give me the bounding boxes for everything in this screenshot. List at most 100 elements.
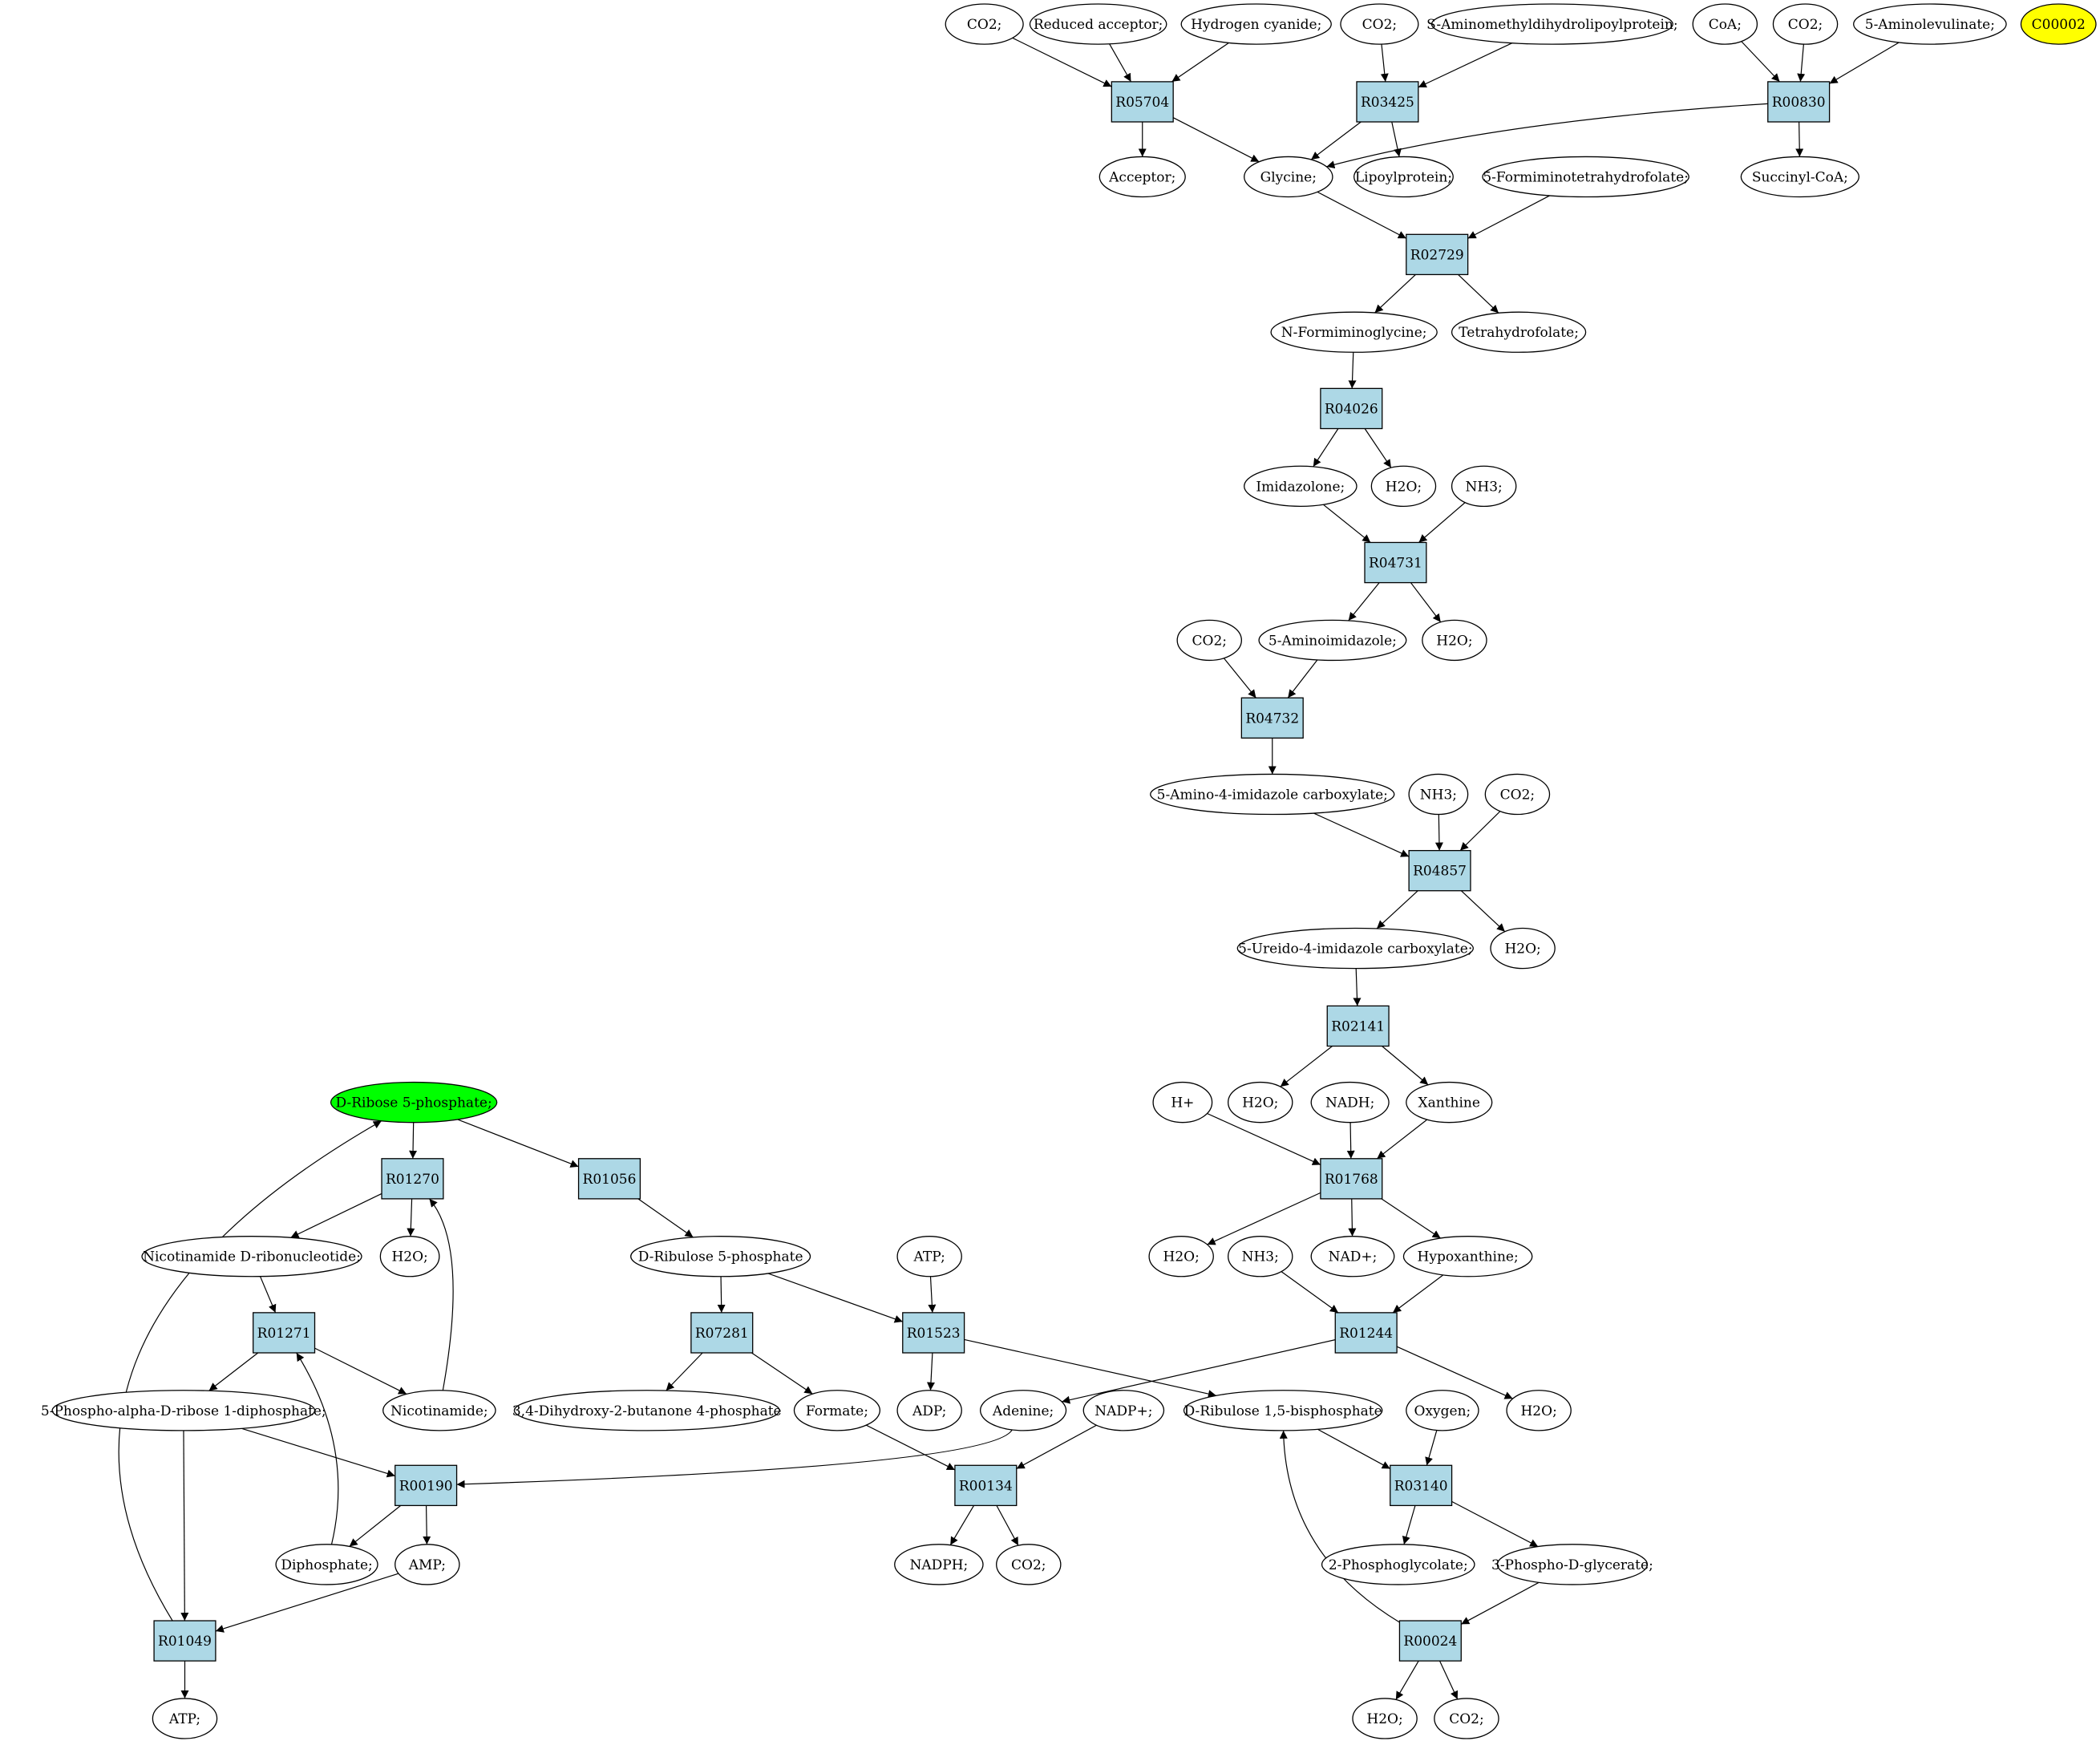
compound-node[interactable]: ADP; [896, 1390, 962, 1431]
reaction-label: R07281 [695, 1326, 749, 1342]
edge-arrow [1348, 1198, 1357, 1237]
compound-label: H2O; [1386, 479, 1422, 495]
edge-arrow [949, 1505, 974, 1546]
compound-node[interactable]: ATP; [152, 1698, 218, 1739]
compound-node[interactable]: CO2; [996, 1544, 1062, 1585]
compound-node[interactable]: CO2; [1340, 3, 1419, 45]
compound-node[interactable]: NH3; [1227, 1236, 1293, 1277]
compound-node[interactable]: 3,4-Dihydroxy-2-butanone 4-phosphate [512, 1390, 782, 1431]
compound-node[interactable]: CO2; [1772, 3, 1839, 45]
compound-node[interactable]: H2O; [1490, 927, 1556, 970]
compound-node[interactable]: Nicotinamide; [382, 1390, 496, 1431]
compound-node[interactable]: 5-Formiminotetrahydrofolate; [1482, 156, 1689, 198]
compound-node[interactable]: CO2; [1176, 619, 1243, 662]
reaction-node[interactable]: R00830 [1767, 81, 1831, 123]
compound-node[interactable]: Diphosphate; [275, 1544, 378, 1585]
compound-node[interactable]: D-Ribulose 1,5-bisphosphate [1183, 1390, 1383, 1431]
compound-node[interactable]: 5-Ureido-4-imidazole carboxylate; [1236, 927, 1474, 970]
reaction-node[interactable]: R02141 [1326, 1005, 1390, 1047]
compound-node[interactable]: Nicotinamide D-ribonucleotide; [141, 1236, 362, 1277]
edge-arrow [1374, 273, 1416, 314]
compound-node[interactable]: Acceptor; [1099, 156, 1186, 198]
reaction-node[interactable]: R00134 [954, 1464, 1018, 1507]
compound-node[interactable]: CO2; [1434, 1698, 1499, 1739]
compound-node[interactable]: NADH; [1310, 1081, 1390, 1124]
compound-node[interactable]: D-Ribose 5-phosphate; [330, 1081, 498, 1124]
reaction-node[interactable]: R01270 [381, 1158, 444, 1200]
compound-node[interactable]: Imidazolone; [1244, 465, 1358, 508]
compound-node[interactable]: Lipoylprotein; [1353, 156, 1454, 198]
compound-node[interactable]: Tetrahydrofolate; [1451, 311, 1587, 353]
compound-label: 3-Phospho-D-glycerate; [1491, 1557, 1653, 1573]
reaction-label: R01523 [907, 1326, 961, 1342]
edge-arrow [215, 1573, 399, 1633]
compound-node[interactable]: NADPH; [894, 1544, 984, 1585]
compound-node[interactable]: H2O; [1506, 1390, 1572, 1431]
reaction-node[interactable]: R04857 [1408, 849, 1471, 892]
compound-node[interactable]: NH3; [1408, 773, 1469, 816]
compound-label: CO2; [967, 17, 1002, 33]
compound-node[interactable]: CoA; [1692, 3, 1758, 45]
compound-node[interactable]: D-Ribulose 5-phosphate [630, 1236, 811, 1277]
compound-node[interactable]: Succinyl-CoA; [1740, 156, 1859, 198]
compound-node[interactable]: H+ [1152, 1081, 1213, 1124]
reaction-node[interactable]: R01244 [1334, 1312, 1398, 1354]
compound-node[interactable]: 3-Phospho-D-glycerate; [1491, 1544, 1653, 1585]
compound-node[interactable]: H2O; [1352, 1698, 1418, 1739]
compound-node[interactable]: N-Formiminoglycine; [1270, 311, 1438, 353]
compound-node[interactable]: 5-Amino-4-imidazole carboxylate; [1150, 773, 1395, 816]
compound-node[interactable]: Formate; [793, 1390, 881, 1431]
reaction-node[interactable]: R01271 [253, 1312, 316, 1354]
reaction-node[interactable]: R01049 [153, 1620, 216, 1662]
compound-node[interactable]: C00002 [2020, 3, 2097, 45]
compound-node[interactable]: Adenine; [979, 1390, 1067, 1431]
edge-arrow [1016, 1424, 1097, 1469]
reaction-node[interactable]: R05704 [1111, 81, 1174, 123]
edge-arrow [1741, 41, 1780, 83]
edge-arrow [1171, 42, 1229, 83]
edge-arrow [751, 1352, 813, 1395]
edge-arrow [429, 1198, 454, 1391]
reaction-node[interactable]: R01523 [902, 1312, 965, 1354]
reaction-node[interactable]: R03425 [1356, 81, 1419, 123]
compound-node[interactable]: H2O; [1227, 1081, 1293, 1124]
reaction-node[interactable]: R04732 [1240, 697, 1304, 739]
compound-label: CO2; [1011, 1557, 1046, 1573]
compound-node[interactable]: H2O; [379, 1236, 440, 1277]
reaction-node[interactable]: R04026 [1320, 387, 1383, 430]
compound-node[interactable]: AMP; [395, 1544, 460, 1585]
reaction-node[interactable]: R01056 [577, 1158, 641, 1200]
compound-node[interactable]: 5-Aminoimidazole; [1258, 619, 1407, 662]
reaction-node[interactable]: R02729 [1406, 233, 1469, 276]
compound-node[interactable]: CO2; [945, 3, 1024, 45]
compound-node[interactable]: NH3; [1451, 465, 1517, 508]
compound-node[interactable]: Reduced acceptor; [1029, 3, 1167, 45]
compound-node[interactable]: Oxygen; [1406, 1390, 1479, 1431]
compound-node[interactable]: NADP+; [1082, 1390, 1165, 1431]
edge-arrow [1418, 502, 1466, 543]
compound-label: H2O; [391, 1249, 427, 1265]
compound-node[interactable]: 5-Aminolevulinate; [1853, 3, 2007, 45]
reaction-node[interactable]: R04731 [1364, 541, 1427, 584]
reaction-node[interactable]: R00024 [1398, 1620, 1462, 1662]
compound-node[interactable]: 2-Phosphoglycolate; [1321, 1544, 1475, 1585]
reaction-node[interactable]: R03140 [1390, 1464, 1453, 1507]
compound-node[interactable]: S-Aminomethyldihydrolipoylprotein; [1426, 3, 1678, 45]
edge-arrow [666, 1352, 703, 1391]
reaction-node[interactable]: R07281 [690, 1312, 754, 1354]
compound-node[interactable]: Hypoxanthine; [1402, 1236, 1533, 1277]
compound-node[interactable]: Glycine; [1244, 156, 1333, 198]
compound-node[interactable]: 5-Phospho-alpha-D-ribose 1-diphosphate; [41, 1390, 326, 1431]
compound-node[interactable]: H2O; [1370, 465, 1437, 508]
compound-node[interactable]: CO2; [1484, 773, 1551, 816]
reaction-node[interactable]: R00190 [395, 1464, 458, 1507]
reaction-node[interactable]: R01768 [1320, 1158, 1383, 1200]
edge-arrow [1313, 812, 1410, 857]
compound-label: 3,4-Dihydroxy-2-butanone 4-phosphate [512, 1403, 782, 1419]
compound-node[interactable]: NAD+; [1310, 1236, 1395, 1277]
compound-node[interactable]: H2O; [1422, 619, 1487, 662]
compound-node[interactable]: ATP; [896, 1236, 962, 1277]
compound-node[interactable]: Hydrogen cyanide; [1180, 3, 1332, 45]
compound-node[interactable]: H2O; [1148, 1236, 1214, 1277]
compound-node[interactable]: Xanthine [1406, 1081, 1493, 1124]
